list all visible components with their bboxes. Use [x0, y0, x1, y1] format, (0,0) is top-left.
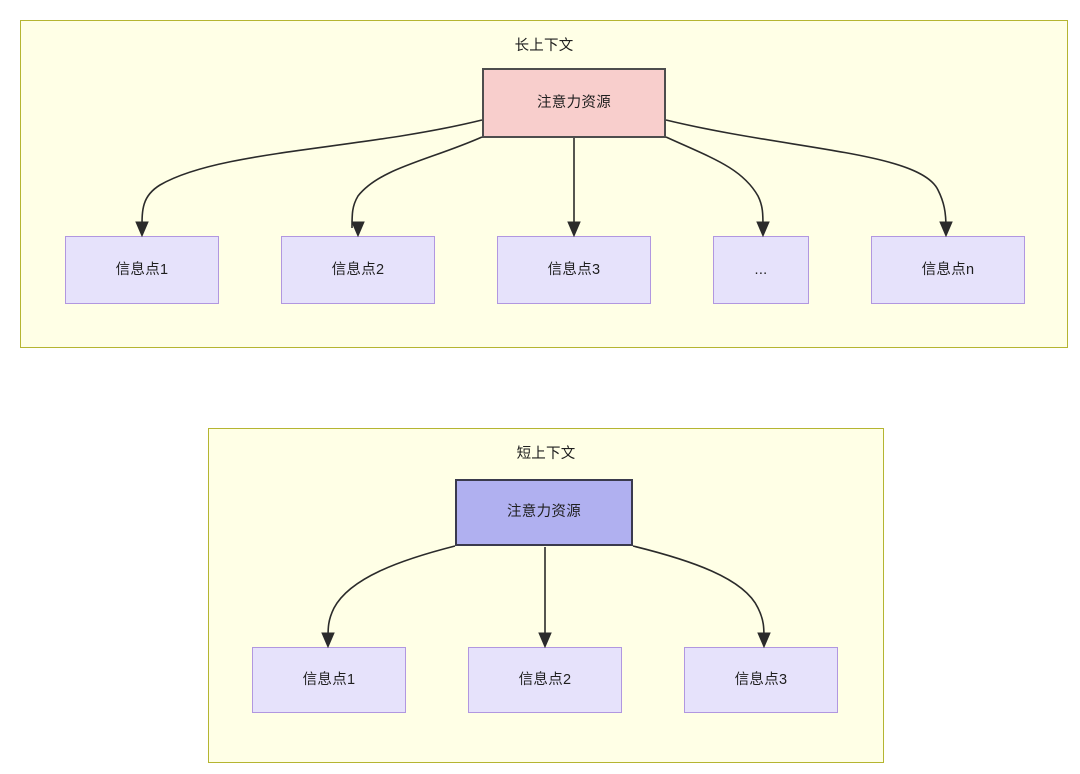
long-context-info-label-2: 信息点2	[331, 261, 385, 278]
long-context-attention-label: 注意力资源	[537, 94, 611, 111]
short-context-attention-node[interactable]: 注意力资源	[455, 479, 633, 546]
long-context-info-node-3[interactable]: 信息点3	[497, 236, 651, 304]
long-context-info-node-n[interactable]: 信息点n	[871, 236, 1025, 304]
long-context-info-node-2[interactable]: 信息点2	[281, 236, 435, 304]
short-context-info-node-1[interactable]: 信息点1	[252, 647, 406, 713]
short-context-info-label-2: 信息点2	[518, 671, 572, 688]
long-context-info-label-1: 信息点1	[115, 261, 169, 278]
panel-long-context-title: 长上下文	[514, 38, 574, 54]
long-context-info-node-1[interactable]: 信息点1	[65, 236, 219, 304]
long-context-info-node-ellipsis[interactable]: ...	[713, 236, 809, 304]
panel-short-context-title: 短上下文	[516, 446, 576, 462]
short-context-info-label-3: 信息点3	[734, 671, 788, 688]
long-context-attention-node[interactable]: 注意力资源	[482, 68, 666, 138]
short-context-info-node-2[interactable]: 信息点2	[468, 647, 622, 713]
short-context-attention-label: 注意力资源	[507, 504, 581, 521]
long-context-info-label-ellipsis: ...	[754, 261, 768, 278]
short-context-info-label-1: 信息点1	[302, 671, 356, 688]
long-context-info-label-3: 信息点3	[547, 261, 601, 278]
long-context-info-label-n: 信息点n	[921, 261, 975, 278]
short-context-info-node-3[interactable]: 信息点3	[684, 647, 838, 713]
